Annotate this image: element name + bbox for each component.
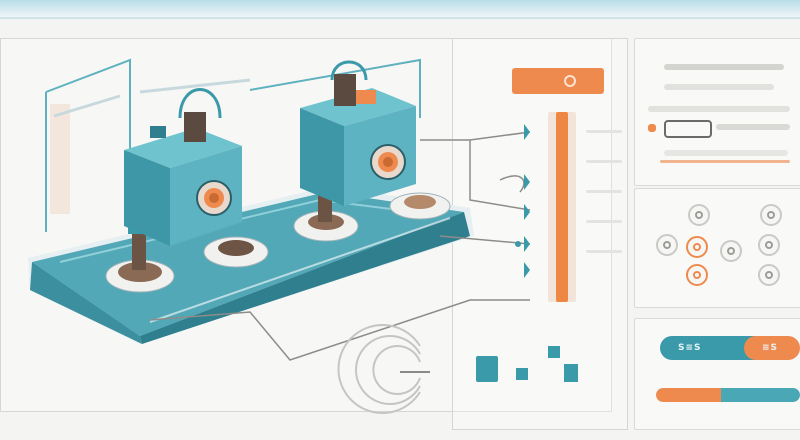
node-icon-active[interactable] (686, 264, 708, 286)
machine-right (300, 60, 416, 222)
progress-fill-teal (720, 388, 800, 402)
panel-row-orange-line (660, 160, 790, 163)
status-pill-orange[interactable]: ≡S (744, 336, 800, 360)
node-icon[interactable] (656, 234, 678, 256)
level-tick (586, 130, 622, 133)
node-icon[interactable] (760, 204, 782, 226)
panel-row (648, 106, 790, 112)
node-icon[interactable] (758, 234, 780, 256)
level-tick (586, 220, 622, 223)
level-bar-fill (556, 112, 568, 302)
panel-row-orange (648, 124, 656, 132)
top-bar (0, 0, 800, 18)
node-icon[interactable] (720, 240, 742, 262)
progress-bar (656, 388, 800, 402)
settings-ring-icon (564, 75, 576, 87)
node-icon-active[interactable] (686, 236, 708, 258)
panel-row-highlight[interactable] (664, 120, 712, 138)
level-tick (586, 250, 622, 253)
panel-row (664, 64, 784, 70)
level-tick (586, 160, 622, 163)
node-icon[interactable] (758, 264, 780, 286)
node-icon[interactable] (688, 204, 710, 226)
machine-left (124, 88, 242, 270)
top-divider (0, 17, 800, 19)
level-tick (586, 190, 622, 193)
panel-row (716, 124, 790, 130)
progress-fill-orange (656, 388, 721, 402)
orange-tag[interactable] (512, 68, 604, 94)
panel-row (664, 150, 788, 156)
panel-row (664, 84, 774, 90)
